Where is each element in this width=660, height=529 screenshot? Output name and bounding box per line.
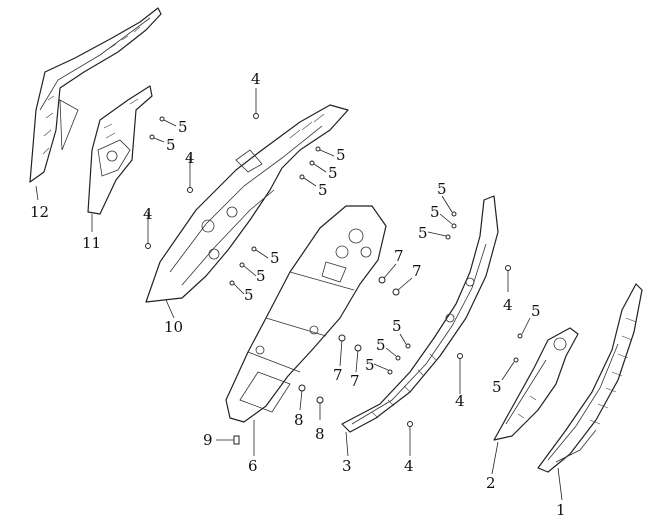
callout-3: 3 [342,457,352,475]
callout-5-o: 5 [376,336,386,354]
part-12-side-rail [29,7,162,183]
callout-10: 10 [164,318,183,336]
callout-5-m: 5 [492,378,502,396]
callout-6: 6 [248,457,258,475]
part-10-side-panel [145,104,349,303]
callout-5-d: 5 [328,164,338,182]
callout-labels: 12 11 10 4 4 4 5 5 5 5 5 5 5 5 5 5 5 7 7… [30,70,566,519]
callout-5-b: 5 [166,136,176,154]
callout-5-p: 5 [365,356,375,374]
part-3-lower-strip [341,195,499,433]
leader-lines [35,88,563,501]
callout-5-i: 5 [437,180,447,198]
callout-8-a: 8 [294,411,304,429]
callout-7-c: 7 [333,366,343,384]
callout-4-a: 4 [251,70,261,88]
part-1-rear-cover [537,283,643,473]
callout-4-f: 4 [404,457,414,475]
fasteners [145,113,523,445]
part-6-undertray [225,205,387,423]
callout-7-a: 7 [394,247,404,265]
callout-5-h: 5 [244,286,254,304]
callout-12: 12 [30,203,49,221]
callout-4-e: 4 [455,392,465,410]
callout-5-a: 5 [178,118,188,136]
callout-7-b: 7 [412,262,422,280]
callout-8-b: 8 [315,425,325,443]
callout-9: 9 [203,431,213,449]
callout-5-e: 5 [318,181,328,199]
callout-5-f: 5 [270,249,280,267]
callout-5-c: 5 [336,146,346,164]
callout-5-k: 5 [418,224,428,242]
callout-11: 11 [82,234,101,252]
callout-5-j: 5 [430,203,440,221]
callout-5-n: 5 [392,317,402,335]
part-2-rear-bracket [493,327,579,441]
callout-5-l: 5 [531,302,541,320]
callout-4-c: 4 [143,205,153,223]
callout-2: 2 [486,474,496,492]
callout-4-d: 4 [503,296,513,314]
callout-4-b: 4 [185,149,195,167]
callout-5-g: 5 [256,267,266,285]
part-11-inner-bracket [87,85,153,215]
callout-7-d: 7 [350,372,360,390]
callout-1: 1 [556,501,566,519]
